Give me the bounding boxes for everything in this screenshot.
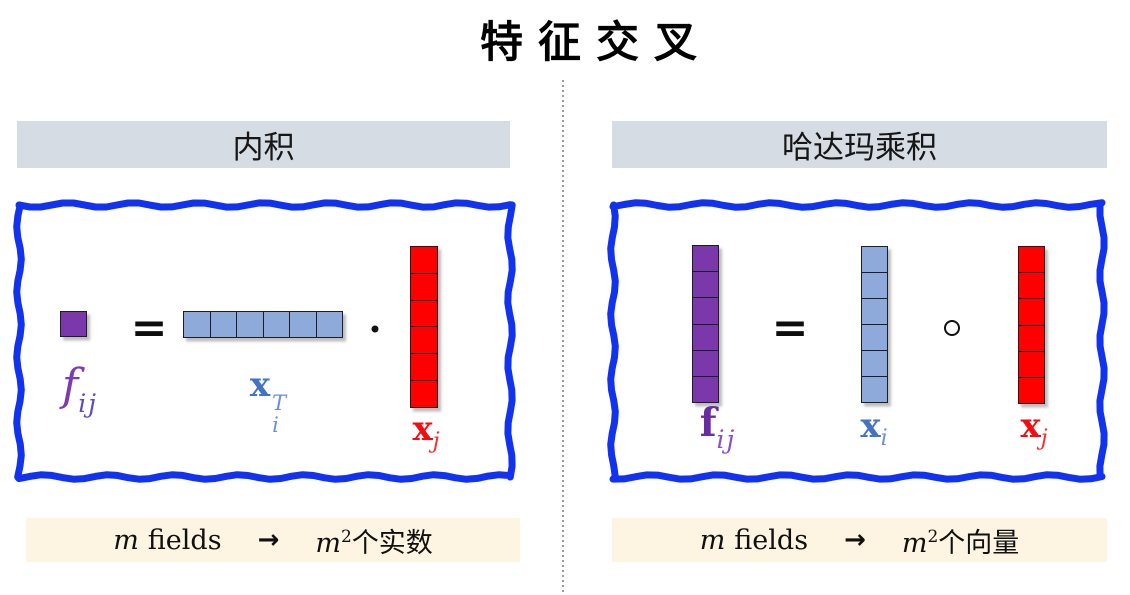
vector-cell	[692, 298, 719, 325]
column-vector-xj	[1018, 246, 1045, 405]
vector-cell	[290, 311, 317, 338]
vector-cell	[316, 311, 343, 338]
result-scalar-cell	[60, 311, 87, 337]
vector-cell	[410, 273, 438, 301]
result-count: m2个向量	[901, 526, 1020, 559]
label-x-j: xj	[412, 409, 440, 454]
vector-cell	[692, 272, 719, 299]
equals-sign: =	[130, 302, 168, 354]
vector-cell	[861, 246, 888, 273]
label-f-ij: fij	[61, 360, 99, 418]
column-vector-xi	[861, 246, 888, 403]
label-f-ij: fij	[699, 400, 737, 454]
page-title: 特征交叉	[480, 18, 712, 68]
vector-cell	[410, 354, 438, 382]
vector-cell	[263, 311, 290, 338]
panel-header-hadamard: 哈达玛乘积	[612, 121, 1107, 168]
m-variable: m	[113, 524, 139, 556]
row-vector-xi	[183, 311, 343, 338]
vector-cell	[1018, 351, 1045, 378]
vector-cell	[861, 325, 888, 351]
fields-word: fields	[734, 524, 809, 556]
vector-cell	[692, 324, 719, 351]
scribble-border-icon	[13, 199, 516, 483]
vector-cell	[861, 377, 888, 403]
label-x-i: xi	[860, 406, 888, 451]
panel-header-label: 哈达玛乘积	[782, 130, 937, 166]
hadamard-diagram: fij = xi xj	[606, 198, 1109, 484]
panel-header-inner-product: 内积	[17, 121, 510, 168]
vector-cell	[692, 376, 719, 404]
vertical-divider	[562, 80, 564, 594]
vector-cell	[692, 350, 719, 377]
vector-cell	[410, 246, 438, 274]
arrow-icon: →	[257, 525, 280, 555]
label-x-j: xj	[1020, 406, 1048, 451]
result-count: m2个实数	[315, 526, 433, 559]
vector-cell	[183, 311, 211, 338]
vector-cell	[1018, 299, 1045, 326]
vector-cell	[861, 299, 888, 325]
vector-cell	[210, 311, 237, 338]
m-variable: m	[699, 524, 726, 556]
vector-cell	[861, 351, 888, 377]
equals-sign: =	[771, 302, 809, 354]
column-vector-fij	[692, 245, 719, 404]
vector-cell	[1018, 246, 1045, 274]
column-vector-xj	[410, 246, 438, 408]
vector-cell	[410, 381, 438, 408]
vector-cell	[1018, 325, 1045, 352]
vector-cell	[410, 327, 438, 355]
panel-header-label: 内积	[232, 130, 295, 166]
hadamard-operator-icon	[944, 320, 960, 336]
scribble-border-icon	[607, 199, 1108, 483]
vector-cell	[410, 300, 438, 328]
dot-operator-icon	[371, 325, 379, 333]
arrow-icon: →	[844, 525, 866, 555]
vector-cell	[692, 245, 719, 273]
fields-word: fields	[147, 524, 222, 556]
vector-cell	[1018, 273, 1045, 300]
vector-cell	[237, 311, 264, 338]
vector-cell	[861, 273, 888, 299]
vector-cell	[1018, 377, 1045, 405]
